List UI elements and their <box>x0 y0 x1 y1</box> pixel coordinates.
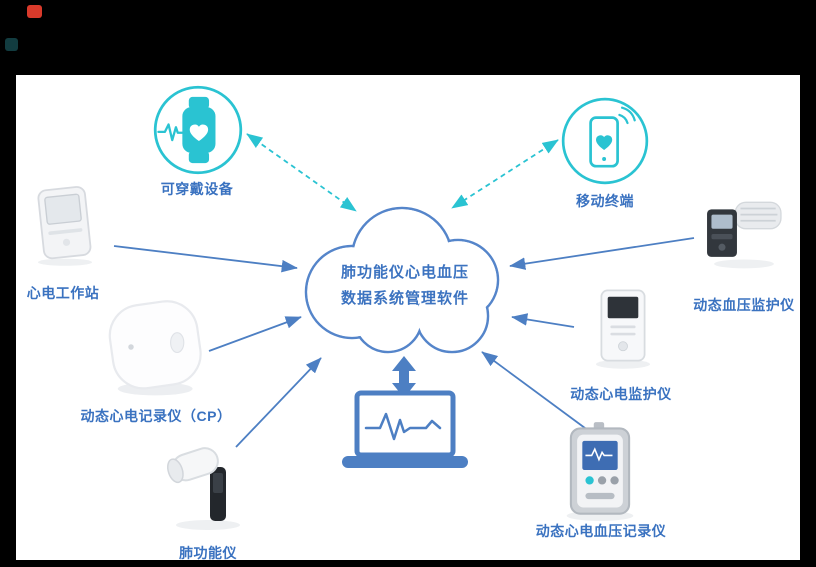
spirometer-label: 肺功能仪 <box>179 545 237 561</box>
mobile-label: 移动终端 <box>576 193 634 209</box>
ecg-bp-recorder-label: 动态心电血压记录仪 <box>535 523 667 539</box>
cloud-title-line1: 肺功能仪心电血压 <box>340 264 470 281</box>
spirometer-image <box>158 432 258 534</box>
red-artifact-icon <box>27 5 42 18</box>
dark-artifact-icon <box>5 38 18 51</box>
wearable-label: 可穿戴设备 <box>160 181 234 197</box>
smartphone-icon <box>560 96 650 186</box>
ecg-workstation-label: 心电工作站 <box>26 285 100 301</box>
holter-recorder-image <box>98 292 208 402</box>
smartwatch-icon <box>152 84 244 176</box>
laptop-icon <box>340 390 470 474</box>
bp-monitor-label: 动态血压监护仪 <box>693 297 795 313</box>
cloud-title: 肺功能仪心电血压 数据系统管理软件 <box>341 260 469 312</box>
ecg-bp-recorder-image <box>548 418 652 522</box>
ecg-monitor-image <box>578 284 668 376</box>
ecg-monitor-label: 动态心电监护仪 <box>570 386 672 402</box>
cloud-title-line2: 数据系统管理软件 <box>340 290 470 307</box>
holter-recorder-label: 动态心电记录仪（CP） <box>80 408 232 424</box>
ecg-workstation-image <box>20 182 110 274</box>
bp-monitor-image <box>696 190 792 278</box>
